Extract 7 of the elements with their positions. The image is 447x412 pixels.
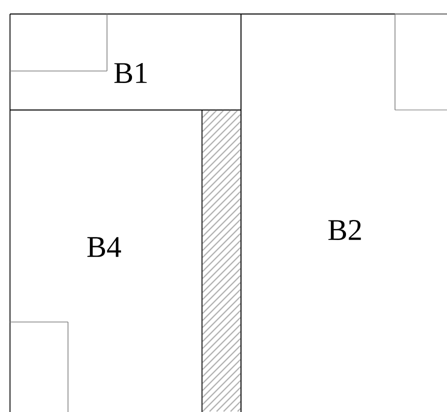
corner-box (10, 322, 68, 412)
region-box: B1 (10, 14, 242, 110)
corner-box (10, 14, 108, 72)
hatched-bar (202, 110, 242, 412)
region-box: B4 (10, 110, 202, 412)
corner-box (394, 14, 447, 110)
region-box: B2 (240, 14, 447, 412)
